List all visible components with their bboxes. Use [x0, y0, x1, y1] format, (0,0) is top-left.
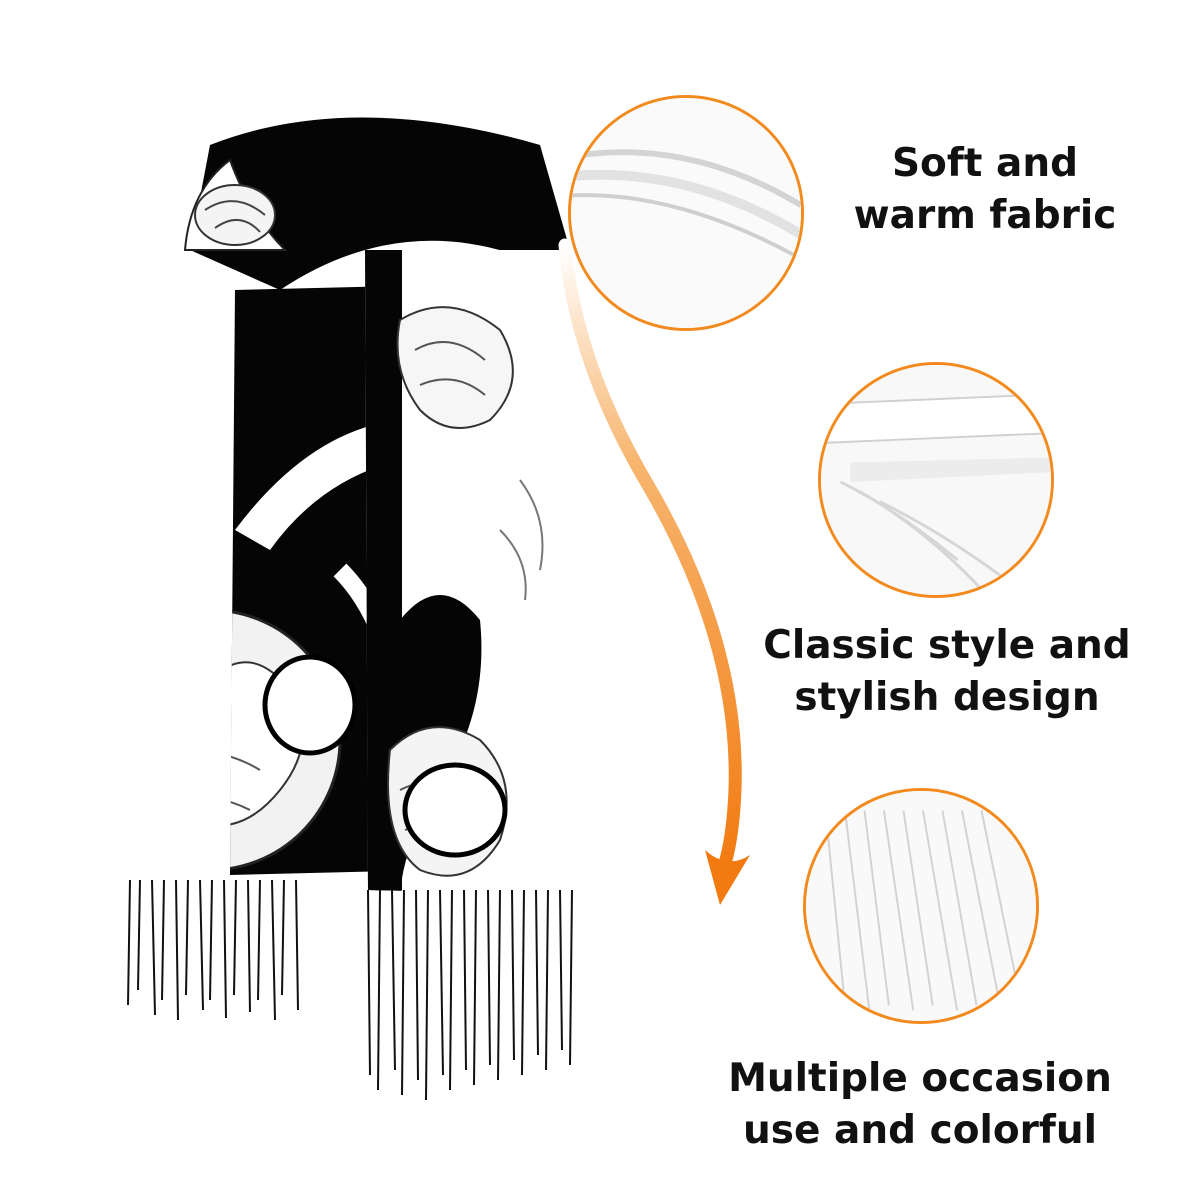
feature-image-2 [818, 362, 1054, 598]
feature-caption-1: Soft and warm fabric [775, 138, 1195, 242]
feature-caption-1-line1: Soft and [891, 141, 1079, 186]
feature-caption-2: Classic style and stylish design [737, 620, 1157, 724]
feature-caption-3-line1: Multiple occasion [728, 1056, 1112, 1101]
feature-caption-2-line1: Classic style and [763, 623, 1131, 668]
left-fringe [127, 879, 299, 1021]
curved-down-arrow-icon [558, 238, 750, 905]
feature-caption-3: Multiple occasion use and colorful [710, 1053, 1130, 1157]
left-panel-oval [262, 654, 358, 756]
feature-caption-1-line2: warm fabric [853, 193, 1117, 238]
feature-image-1 [568, 95, 804, 331]
right-panel-oval [402, 762, 508, 858]
feature-caption-3-line2: use and colorful [743, 1108, 1097, 1153]
feature-caption-2-line2: stylish design [794, 675, 1100, 720]
right-fringe [367, 889, 573, 1101]
feature-image-3 [803, 788, 1039, 1024]
scarf-image [127, 117, 582, 1101]
neck-flower [194, 184, 276, 246]
